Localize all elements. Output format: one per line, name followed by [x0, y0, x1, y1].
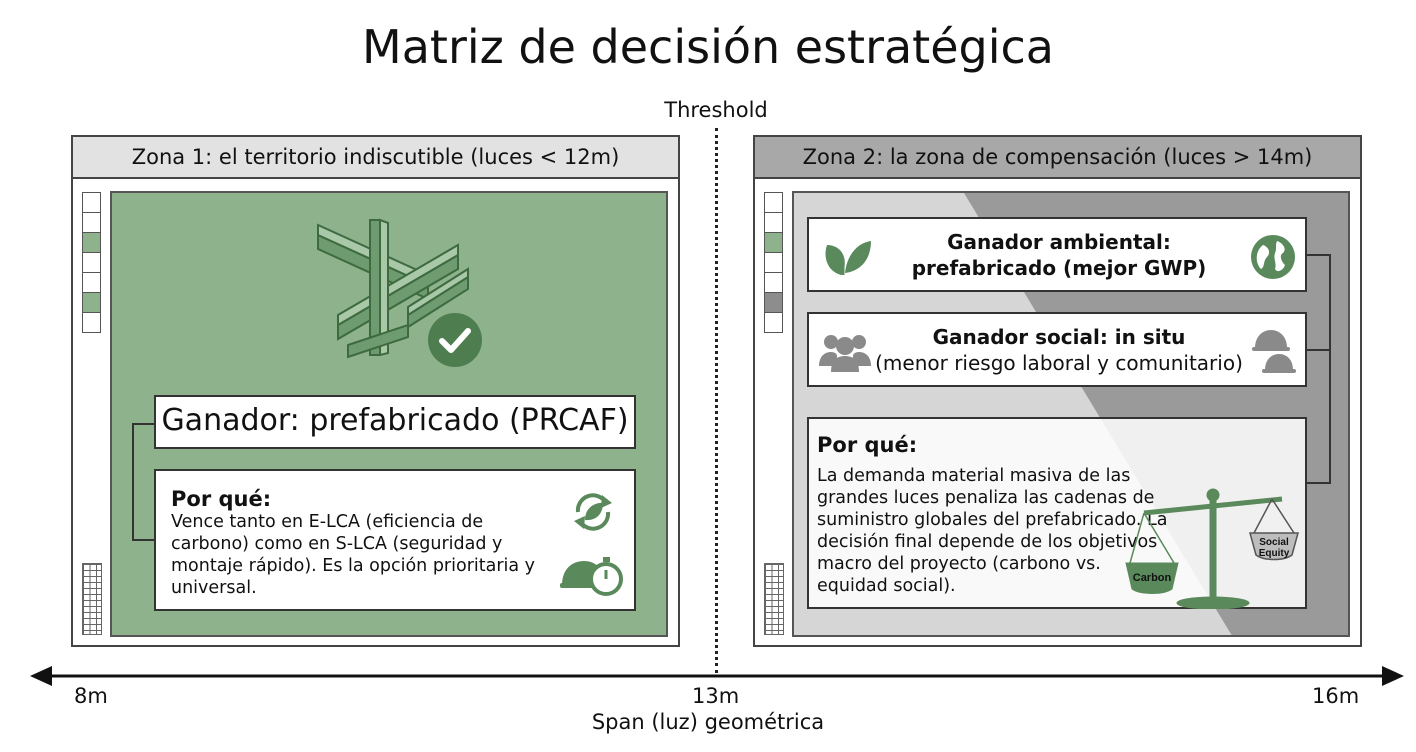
- strip-cell: [764, 192, 783, 213]
- strip-cell: [82, 232, 101, 253]
- zone2-social-title: Ganador social: in situ (menor riesgo la…: [859, 324, 1259, 376]
- strip-cell: [82, 192, 101, 213]
- zone2-header: Zona 2: la zona de compensación (luces >…: [755, 137, 1360, 179]
- zone2-indicator-strip: [764, 192, 783, 333]
- people-icon: [819, 335, 871, 372]
- strip-cell: [764, 272, 783, 293]
- zone1-panel: Zona 1: el territorio indiscutible (luce…: [71, 135, 680, 647]
- strip-cell: [764, 252, 783, 273]
- hardhats-icon: [1252, 330, 1296, 373]
- threshold-label: Threshold: [664, 98, 768, 122]
- axis-tick-16m: 16m: [1312, 684, 1360, 708]
- zone2-env-line2: prefabricado (mejor GWP): [911, 256, 1207, 280]
- zone1-green-panel: Ganador: prefabricado (PRCAF) Por qué: V…: [110, 191, 668, 637]
- globe-icon: [1251, 235, 1295, 279]
- hardhat-stopwatch-icon: [560, 557, 623, 596]
- steel-beams-icon: [317, 218, 469, 359]
- axis-tick-8m: 8m: [74, 684, 108, 708]
- scale-left-label: Carbon: [1133, 572, 1172, 584]
- scale-right-label-1: Social: [1259, 537, 1289, 548]
- zone2-social-line2: (menor riesgo laboral y comunitario): [875, 351, 1243, 375]
- zone2-env-card: Ganador ambiental: prefabricado (mejor G…: [807, 217, 1307, 292]
- zone2-env-line1: Ganador ambiental:: [947, 230, 1171, 254]
- zone2-bracket-tick: [1307, 349, 1331, 351]
- page-title: Matriz de decisión estratégica: [362, 20, 1054, 74]
- balance-scale-icon: Carbon Social Equity: [1125, 488, 1299, 609]
- strip-cell: [764, 312, 783, 333]
- zone2-social-line1: Ganador social: in situ: [932, 325, 1186, 349]
- scale-right-label-2: Equity: [1259, 548, 1290, 559]
- strip-cell: [82, 252, 101, 273]
- zone1-why-box: Por qué: Vence tanto en E-LCA (eficienci…: [154, 469, 636, 611]
- zone1-indicator-strip: [82, 192, 101, 333]
- strip-cell: [764, 292, 783, 313]
- zone2-social-card: Ganador social: in situ (menor riesgo la…: [807, 312, 1307, 387]
- zone2-env-title: Ganador ambiental: prefabricado (mejor G…: [879, 229, 1239, 281]
- strip-cell: [764, 232, 783, 253]
- check-circle-icon: [428, 313, 482, 367]
- axis-tick-13m: 13m: [692, 684, 740, 708]
- zone1-minigrid: [82, 563, 102, 635]
- zone1-winner-box: Ganador: prefabricado (PRCAF): [154, 395, 636, 449]
- strip-cell: [82, 272, 101, 293]
- zone1-header: Zona 1: el territorio indiscutible (luce…: [73, 137, 678, 179]
- zone1-why-text: Vence tanto en E-LCA (eficiencia de carb…: [171, 512, 536, 598]
- zone2-why-title: Por qué:: [817, 433, 918, 457]
- zone2-panel: Zona 2: la zona de compensación (luces >…: [753, 135, 1362, 647]
- axis-title: Span (luz) geométrica: [591, 710, 825, 734]
- recycle-leaf-icon: [574, 493, 612, 531]
- strip-cell: [82, 312, 101, 333]
- strip-cell: [764, 212, 783, 233]
- threshold-line: [715, 128, 718, 673]
- strip-cell: [82, 212, 101, 233]
- zone2-why-box: Por qué: La demanda material masiva de l…: [807, 417, 1307, 609]
- zone2-minigrid: [764, 563, 784, 635]
- span-axis: [30, 666, 1404, 686]
- leaf-icon: [825, 241, 871, 275]
- zone1-why-title: Por qué:: [171, 487, 272, 511]
- strip-cell: [82, 292, 101, 313]
- zone2-why-text: La demanda material masiva de las grande…: [817, 466, 1168, 596]
- zone1-bracket: [132, 423, 156, 541]
- zone2-bracket: [1307, 254, 1331, 484]
